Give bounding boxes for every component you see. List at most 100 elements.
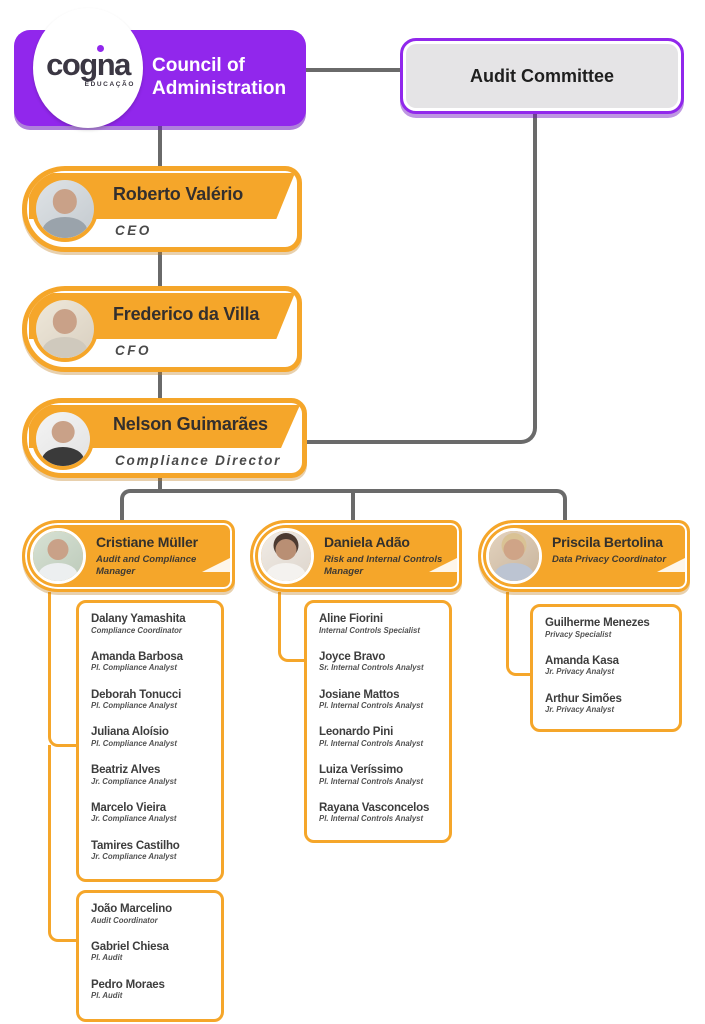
connector-branch-middle bbox=[351, 489, 355, 520]
team-member: Beatriz Alves Jr. Compliance Analyst bbox=[91, 764, 209, 787]
team-member: Juliana Aloísio Pl. Compliance Analyst bbox=[91, 726, 209, 749]
member-title: Pl. Compliance Analyst bbox=[91, 663, 177, 673]
cfo-title: CFO bbox=[115, 343, 151, 358]
member-title: Jr. Compliance Analyst bbox=[91, 814, 177, 824]
connector-compliance-team bbox=[48, 592, 76, 747]
member-name: Rayana Vasconcelos bbox=[319, 801, 430, 814]
connector-council-ceo bbox=[158, 126, 162, 166]
member-name: Leonardo Pini bbox=[319, 726, 394, 739]
member-title: Pl. Internal Controls Analyst bbox=[319, 776, 424, 786]
member-title: Jr. Compliance Analyst bbox=[91, 852, 177, 862]
member-name: João Marcelino bbox=[91, 903, 172, 915]
team-member: Pedro Moraes Pl. Audit bbox=[91, 979, 209, 1002]
card-ceo-inner: Roberto Valério CEO bbox=[27, 171, 297, 247]
member-title: Jr. Compliance Analyst bbox=[91, 776, 177, 786]
member-title: Pl. Compliance Analyst bbox=[91, 701, 177, 711]
compliance-director-photo bbox=[32, 408, 94, 470]
ceo-avatar bbox=[36, 180, 94, 238]
audit-compliance-manager-name: Cristiane Müller bbox=[96, 534, 198, 550]
team-member: João Marcelino Audit Coordinator bbox=[91, 903, 209, 926]
member-title: Audit Coordinator bbox=[91, 915, 158, 925]
data-privacy-coordinator-name: Priscila Bertolina bbox=[552, 534, 663, 550]
card-audit-compliance-manager: Cristiane Müller Audit and Compliance Ma… bbox=[22, 520, 235, 592]
member-name: Arthur Simões bbox=[545, 692, 622, 705]
member-name: Marcelo Vieira bbox=[91, 801, 166, 814]
audit-team-box: João Marcelino Audit Coordinator Gabriel… bbox=[76, 890, 224, 1022]
council-title-line1: Council of bbox=[152, 55, 245, 77]
risk-controls-manager-photo bbox=[258, 528, 314, 584]
connector-director-stem bbox=[158, 478, 162, 492]
member-name: Gabriel Chiesa bbox=[91, 940, 169, 953]
data-privacy-coordinator-photo bbox=[486, 528, 542, 584]
ceo-title: CEO bbox=[115, 223, 152, 238]
connector-controls-team bbox=[278, 592, 304, 662]
connector-cfo-director bbox=[158, 370, 162, 400]
compliance-director-title: Compliance Director bbox=[115, 453, 282, 468]
connector-ceo-cfo bbox=[158, 252, 162, 286]
member-name: Pedro Moraes bbox=[91, 978, 165, 991]
risk-controls-manager-name: Daniela Adão bbox=[324, 534, 410, 550]
card-ceo: Roberto Valério CEO bbox=[22, 166, 302, 252]
ceo-photo bbox=[32, 176, 98, 242]
connector-branch-left bbox=[120, 489, 162, 520]
team-member: Gabriel Chiesa Pl. Audit bbox=[91, 941, 209, 964]
audit-compliance-manager-avatar bbox=[33, 531, 83, 581]
risk-controls-manager-title: Risk and Internal Controls Manager bbox=[324, 554, 443, 578]
card-data-privacy-coordinator: Priscila Bertolina Data Privacy Coordina… bbox=[478, 520, 690, 592]
connector-council-audit bbox=[306, 68, 400, 72]
member-title: Internal Controls Specialist bbox=[319, 625, 420, 635]
member-title: Jr. Privacy Analyst bbox=[545, 667, 615, 677]
risk-controls-manager-avatar bbox=[261, 531, 311, 581]
cogna-logo-subtitle: EDUCAÇÃO bbox=[84, 80, 135, 88]
member-name: Amanda Kasa bbox=[545, 654, 619, 667]
audit-compliance-manager-photo bbox=[30, 528, 86, 584]
cfo-photo bbox=[32, 296, 98, 362]
member-name: Amanda Barbosa bbox=[91, 650, 183, 663]
internal-controls-team-box: Aline Fiorini Internal Controls Speciali… bbox=[304, 600, 452, 843]
member-name: Luiza Veríssimo bbox=[319, 764, 403, 777]
member-title: Compliance Coordinator bbox=[91, 625, 182, 635]
privacy-team-box: Guilherme Menezes Privacy Specialist Ama… bbox=[530, 604, 682, 732]
member-name: Guilherme Menezes bbox=[545, 617, 650, 629]
compliance-director-avatar bbox=[36, 412, 90, 466]
team-member: Joyce Bravo Sr. Internal Controls Analys… bbox=[319, 651, 437, 674]
cfo-name: Frederico da Villa bbox=[113, 304, 260, 324]
team-member: Guilherme Menezes Privacy Specialist bbox=[545, 617, 667, 640]
member-title: Privacy Specialist bbox=[545, 629, 612, 639]
card-risk-controls-manager: Daniela Adão Risk and Internal Controls … bbox=[250, 520, 462, 592]
connector-branch-right bbox=[158, 489, 567, 520]
team-member: Amanda Barbosa Pl. Compliance Analyst bbox=[91, 651, 209, 674]
member-title: Jr. Privacy Analyst bbox=[545, 705, 615, 715]
member-name: Josiane Mattos bbox=[319, 688, 400, 701]
cogna-logo-dot-icon bbox=[97, 44, 105, 52]
member-title: Pl. Audit bbox=[91, 953, 123, 963]
audit-committee-label: Audit Committee bbox=[470, 65, 614, 86]
data-privacy-coordinator-title: Data Privacy Coordinator bbox=[552, 554, 667, 565]
member-name: Aline Fiorini bbox=[319, 613, 383, 625]
member-title: Sr. Internal Controls Analyst bbox=[319, 663, 424, 673]
connector-audit-team bbox=[48, 745, 76, 942]
team-member: Leonardo Pini Pl. Internal Controls Anal… bbox=[319, 726, 437, 749]
member-title: Pl. Audit bbox=[91, 991, 123, 1001]
member-title: Pl. Internal Controls Analyst bbox=[319, 738, 424, 748]
connector-privacy-team bbox=[506, 592, 530, 676]
compliance-team-box: Dalany Yamashita Compliance Coordinator … bbox=[76, 600, 224, 882]
member-name: Beatriz Alves bbox=[91, 764, 161, 777]
audit-compliance-manager-title: Audit and Compliance Manager bbox=[96, 554, 197, 578]
member-name: Tamires Castilho bbox=[91, 839, 180, 852]
audit-committee-box: Audit Committee bbox=[400, 38, 684, 114]
cogna-logo: cogna EDUCAÇÃO bbox=[33, 8, 143, 128]
member-title: Pl. Compliance Analyst bbox=[91, 738, 177, 748]
card-compliance-director: Nelson Guimarães Compliance Director bbox=[22, 398, 307, 478]
team-member: Rayana Vasconcelos Pl. Internal Controls… bbox=[319, 802, 437, 825]
compliance-director-name: Nelson Guimarães bbox=[113, 414, 268, 434]
team-member: Aline Fiorini Internal Controls Speciali… bbox=[319, 613, 437, 636]
connector-audit-director bbox=[305, 114, 537, 444]
card-cfo: Frederico da Villa CFO bbox=[22, 286, 302, 372]
team-member: Josiane Mattos Pl. Internal Controls Ana… bbox=[319, 689, 437, 712]
team-member: Amanda Kasa Jr. Privacy Analyst bbox=[545, 655, 667, 678]
member-name: Juliana Aloísio bbox=[91, 726, 169, 739]
team-member: Tamires Castilho Jr. Compliance Analyst bbox=[91, 840, 209, 863]
cfo-avatar bbox=[36, 300, 94, 358]
